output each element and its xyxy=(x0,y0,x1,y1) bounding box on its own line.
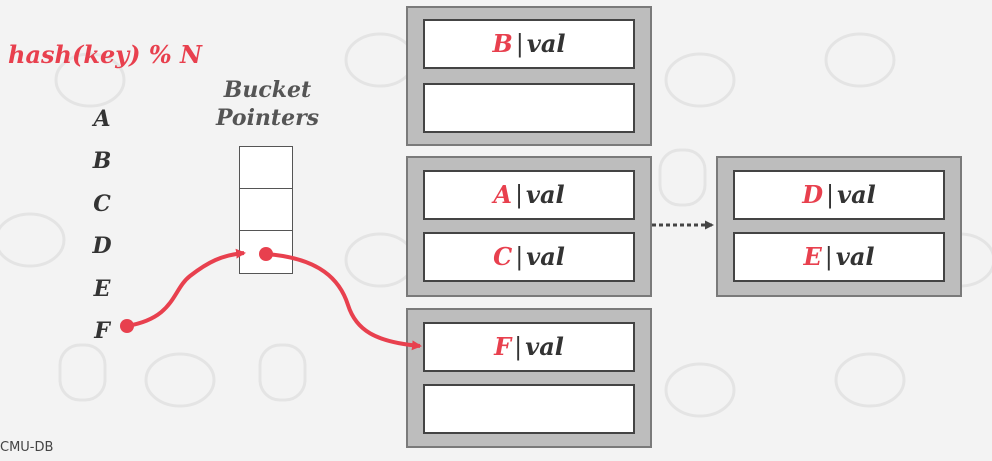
bucket-page-4: F|val xyxy=(406,308,652,448)
slot-key: C xyxy=(493,242,513,271)
slot-separator: | xyxy=(514,181,524,209)
bucket-page-2: A|val C|val xyxy=(406,156,652,297)
slot-separator: | xyxy=(515,30,524,58)
slot-value: val xyxy=(526,242,565,271)
slot-separator: | xyxy=(515,243,524,271)
bucket-pointers-title: Bucket Pointers xyxy=(215,77,320,131)
bucket-pointer-slot xyxy=(240,189,292,231)
slot-value: val xyxy=(837,180,876,209)
slot-separator: | xyxy=(514,333,523,361)
page-slot: C|val xyxy=(423,232,635,282)
slot-separator: | xyxy=(824,243,833,271)
key-item-b: B xyxy=(92,148,112,175)
bucket-pointer-array xyxy=(239,146,293,274)
page-slot: D|val xyxy=(733,170,945,220)
page-slot: B|val xyxy=(423,19,635,69)
key-list: A B C D E F xyxy=(82,98,122,352)
bucket-pointer-slot xyxy=(240,231,292,273)
slot-separator: | xyxy=(826,181,835,209)
slot-value: val xyxy=(525,332,564,361)
key-item-f: F xyxy=(94,317,110,344)
hash-function-label: hash(key) % N xyxy=(8,40,202,69)
slot-key: A xyxy=(493,180,512,209)
footer-label: CMU-DB xyxy=(0,440,54,455)
key-item-d: D xyxy=(92,233,112,260)
slot-key: F xyxy=(494,332,512,361)
page-slot: E|val xyxy=(733,232,945,282)
slot-value: val xyxy=(835,242,875,271)
key-item-a: A xyxy=(93,106,111,132)
slot-key: E xyxy=(803,242,822,271)
slot-value: val xyxy=(526,180,565,209)
key-item-e: E xyxy=(93,275,111,302)
overflow-page: D|val E|val xyxy=(716,156,962,297)
page-slot: A|val xyxy=(423,170,635,220)
page-slot-empty xyxy=(423,83,635,133)
page-slot: F|val xyxy=(423,322,635,372)
slot-value: val xyxy=(526,29,566,58)
key-item-c: C xyxy=(93,190,111,217)
bucket-pointer-slot xyxy=(240,147,292,189)
page-slot-empty xyxy=(423,384,635,434)
slot-key: B xyxy=(492,29,513,58)
slot-key: D xyxy=(802,180,824,209)
bucket-page-1: B|val xyxy=(406,6,652,146)
